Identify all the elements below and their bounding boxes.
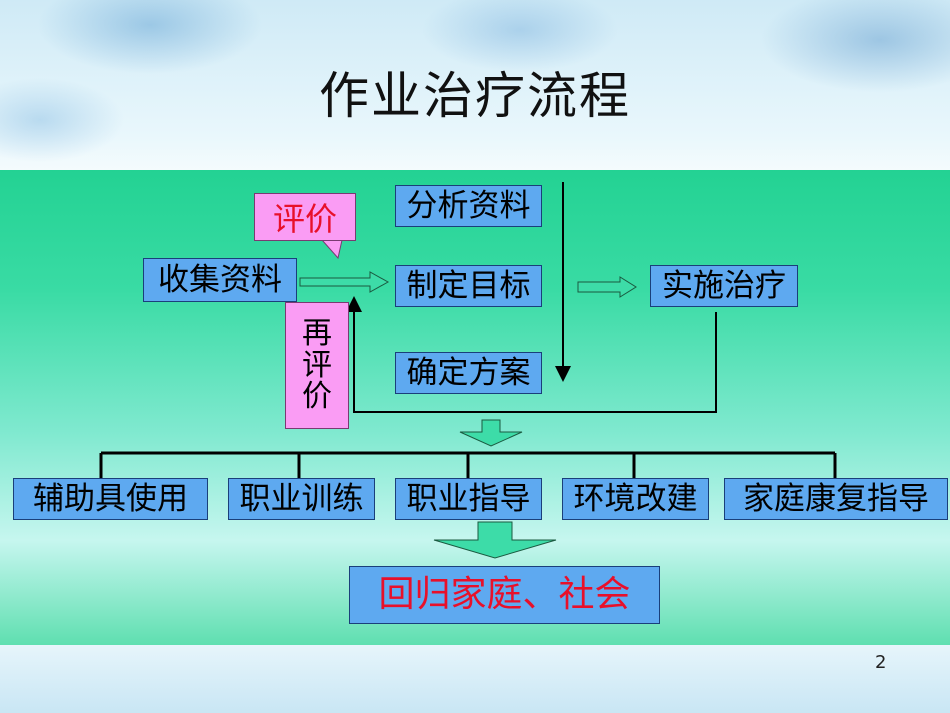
footer-background [0, 645, 950, 713]
diagram-panel [0, 170, 950, 645]
down-block-arrow-1 [459, 419, 523, 447]
node-implement: 实施治疗 [650, 265, 798, 307]
evaluate-label: 评价 [272, 200, 337, 238]
page-number: 2 [875, 652, 887, 673]
service-vocational-guidance: 职业指导 [395, 478, 542, 520]
evaluate-callout: 评价 [254, 193, 356, 241]
reevaluate-char-1: 再 [302, 316, 332, 352]
node-plan: 确定方案 [395, 352, 542, 394]
reevaluate-box: 再 评 价 [285, 302, 349, 429]
node-analyze: 分析资料 [395, 185, 542, 227]
reevaluate-char-2: 评 [302, 347, 332, 383]
service-environment-modification: 环境改建 [562, 478, 709, 520]
callout-tail [320, 239, 343, 260]
slide-title: 作业治疗流程 [319, 67, 631, 125]
service-assistive-devices: 辅助具使用 [13, 478, 208, 520]
feedback-loop [346, 296, 717, 413]
service-home-rehab-guidance: 家庭康复指导 [724, 478, 948, 520]
header-background [0, 0, 950, 170]
outcome-box: 回归家庭、社会 [349, 566, 660, 624]
service-vocational-training: 职业训练 [228, 478, 375, 520]
collect-to-goal-arrow [299, 271, 390, 293]
node-collect: 收集资料 [143, 258, 297, 302]
down-block-arrow-2 [433, 521, 557, 559]
goal-to-implement-arrow [577, 276, 637, 298]
node-goal: 制定目标 [395, 265, 542, 307]
reevaluate-char-3: 价 [302, 379, 332, 415]
